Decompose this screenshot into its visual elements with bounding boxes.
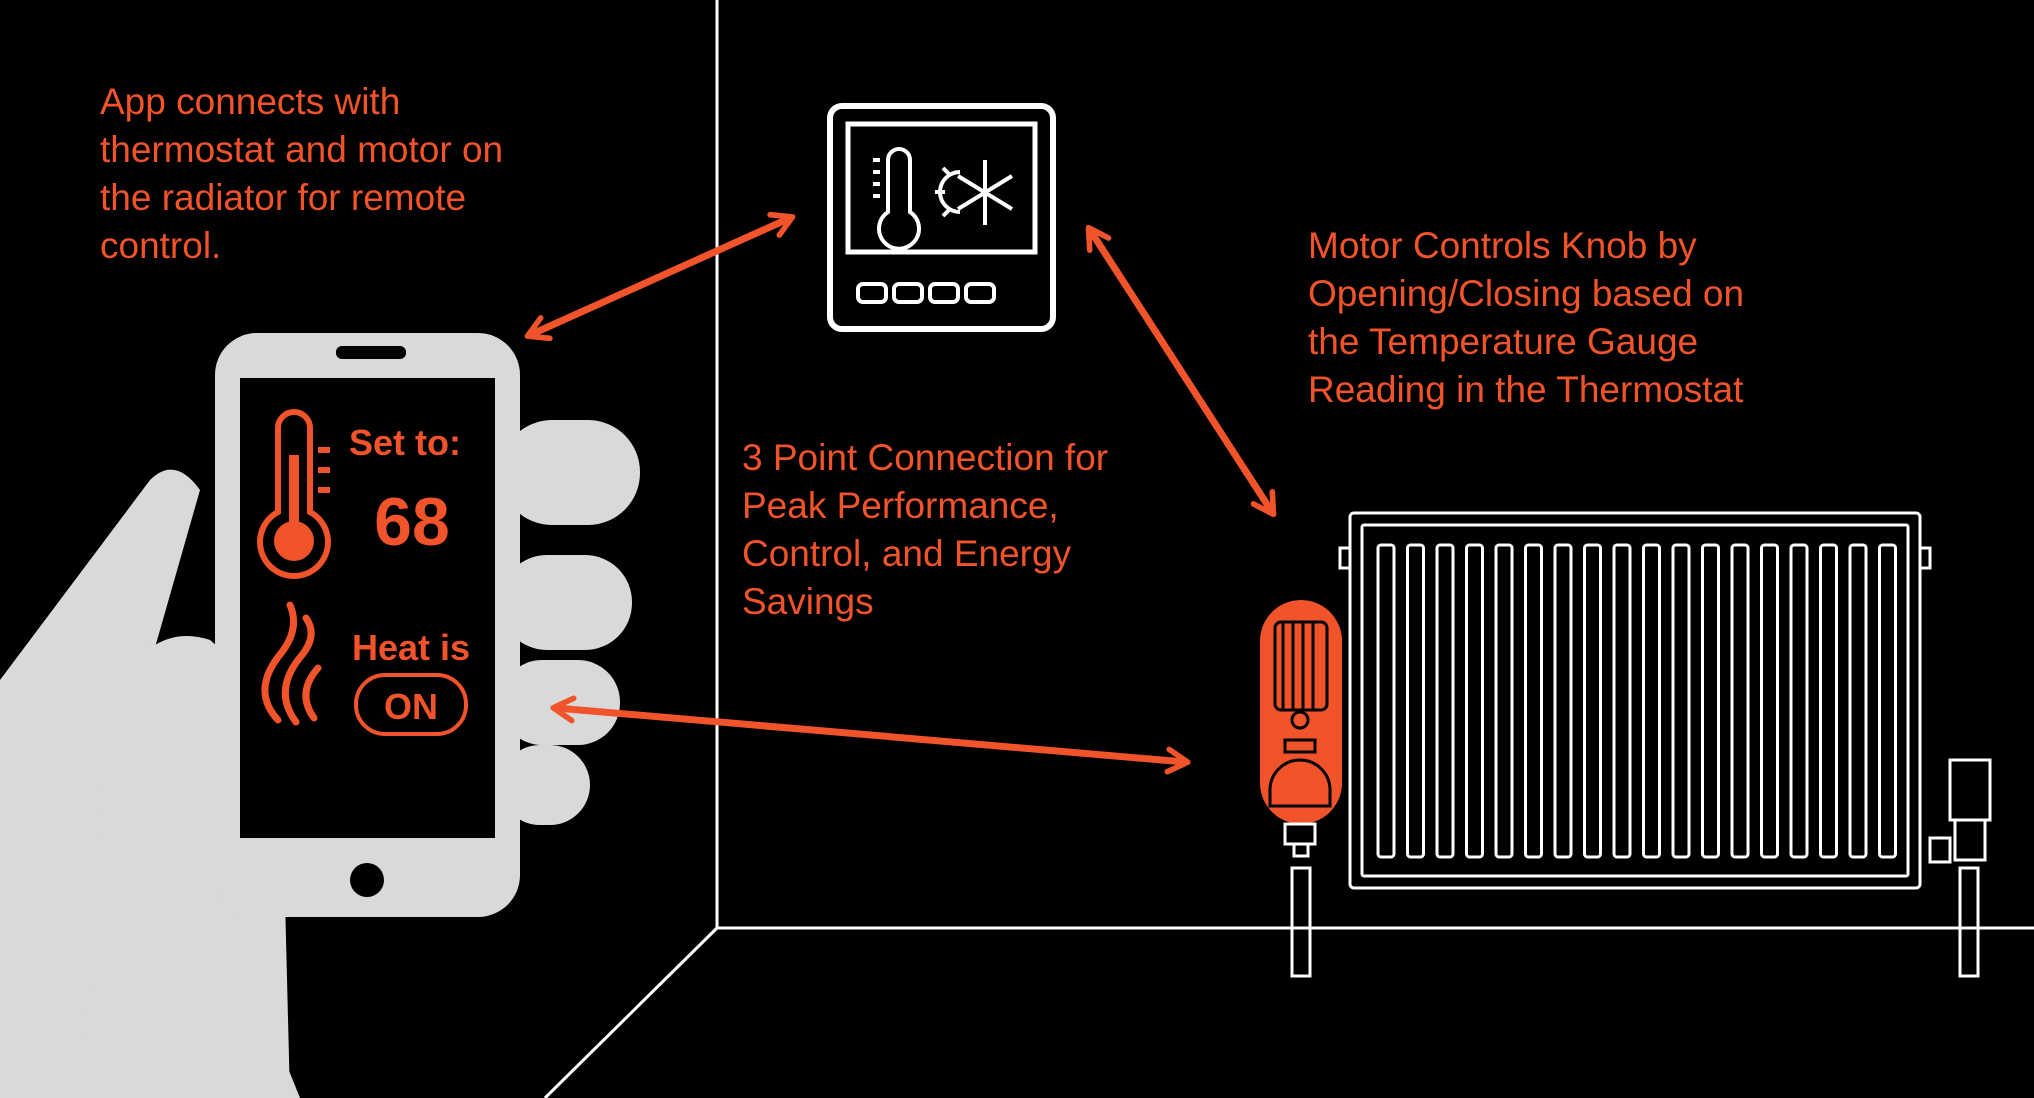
radiator-fin xyxy=(1760,543,1779,859)
flame-icon xyxy=(261,601,322,726)
heat-status-badge[interactable] xyxy=(354,673,468,736)
callout-line: the radiator for remote xyxy=(100,177,467,218)
callout-app-connects: App connects with thermostat and motor o… xyxy=(100,78,503,270)
radiator-fin xyxy=(1819,543,1838,859)
arrow-phone-thermostat xyxy=(524,211,796,342)
phone-heat-label: Heat is xyxy=(352,627,470,668)
radiator-fin xyxy=(1583,543,1602,859)
callout-line: Control, and Energy xyxy=(742,533,1072,574)
callout-line: Reading in the Thermostat xyxy=(1308,369,1744,410)
callout-line: 3 Point Connection for xyxy=(742,437,1109,478)
radiator-icon xyxy=(1290,511,1992,978)
callout-line: control. xyxy=(100,225,222,266)
callout-line: the Temperature Gauge xyxy=(1308,321,1699,362)
radiator-fin xyxy=(1494,543,1514,859)
callout-line: Motor Controls Knob by xyxy=(1308,225,1697,266)
radiator-fin xyxy=(1848,543,1868,859)
radiator-fin xyxy=(1524,543,1543,859)
radiator-fin xyxy=(1435,543,1455,859)
callout-line: Savings xyxy=(742,581,874,622)
heat-status-value: ON xyxy=(384,686,438,727)
connection-arrows xyxy=(524,211,1277,775)
radiator-fin xyxy=(1701,543,1720,859)
radiator-valve-motor-icon xyxy=(1260,600,1342,858)
callout-line: Peak Performance, xyxy=(742,485,1059,526)
radiator-fin xyxy=(1878,543,1897,859)
phone-set-value: 68 xyxy=(374,484,450,560)
callout-line: App connects with xyxy=(100,81,401,122)
callout-motor-controls: Motor Controls Knob by Opening/Closing b… xyxy=(1308,222,1744,414)
callout-line: thermostat and motor on xyxy=(100,129,504,170)
arrow-thermostat-radiator xyxy=(1085,224,1277,518)
smartphone-icon xyxy=(215,333,520,917)
radiator-fin xyxy=(1612,543,1632,859)
arrow-phone-radiator xyxy=(550,695,1191,775)
wall-thermostat-icon xyxy=(827,103,1056,332)
thermometer-icon xyxy=(257,409,331,579)
radiator-fin xyxy=(1553,543,1573,859)
radiator-fin xyxy=(1789,543,1809,859)
radiator-fin xyxy=(1730,543,1750,859)
callout-line: Opening/Closing based on xyxy=(1308,273,1745,314)
radiator-fin xyxy=(1642,543,1661,859)
radiator-fin xyxy=(1376,543,1396,859)
radiator-fin xyxy=(1406,543,1425,859)
callout-three-point-connection: 3 Point Connection for Peak Performance,… xyxy=(742,434,1108,626)
phone-set-label: Set to: xyxy=(349,422,461,463)
radiator-fin xyxy=(1465,543,1484,859)
radiator-fin xyxy=(1671,543,1691,859)
